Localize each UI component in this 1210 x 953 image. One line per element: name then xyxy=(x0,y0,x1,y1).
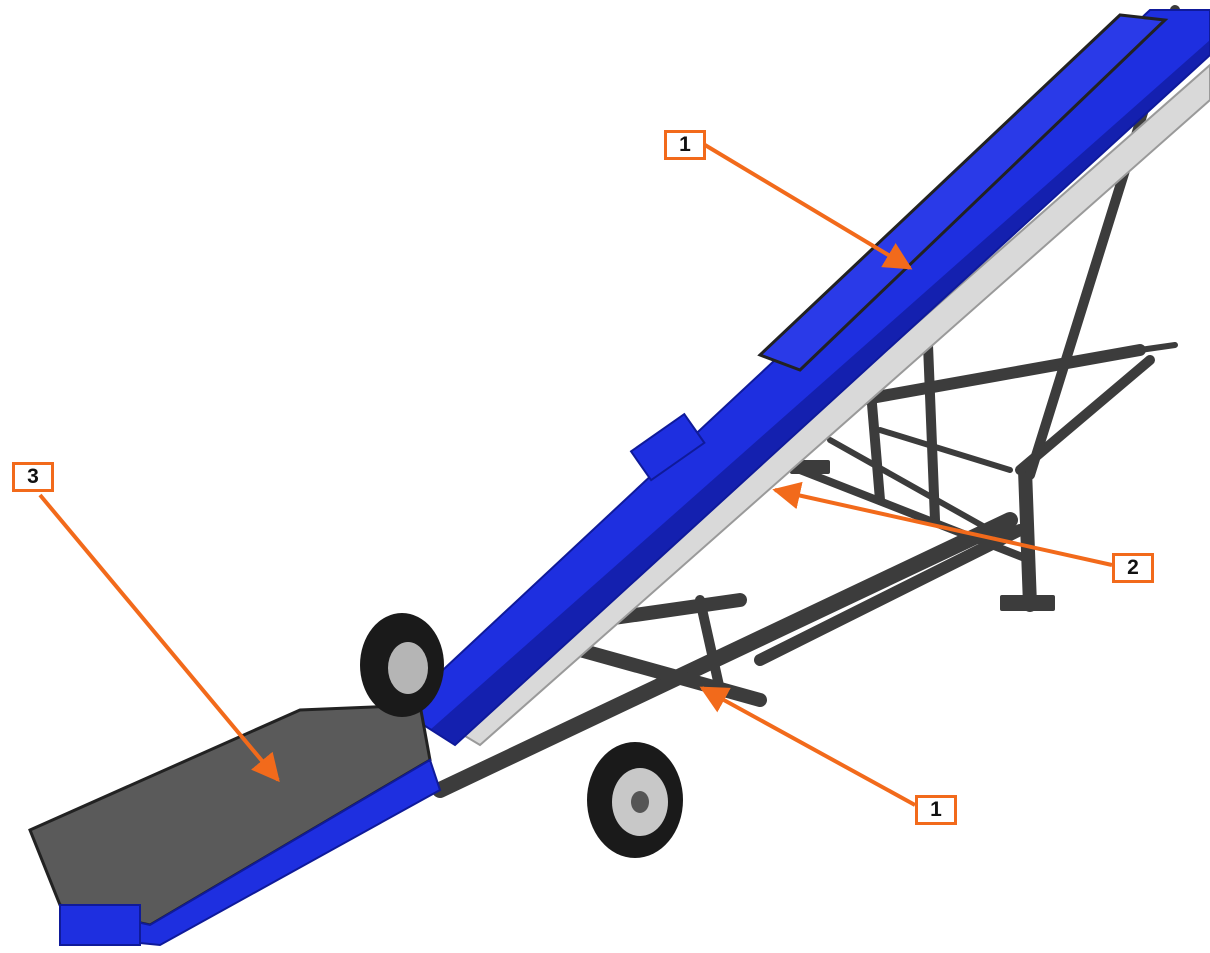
arrow-lower-1 xyxy=(699,686,916,807)
callout-right-2: 2 xyxy=(1112,553,1154,583)
arrow-right-2 xyxy=(772,481,1113,567)
callout-upper-1: 1 xyxy=(664,130,706,160)
callout-left-3-label: 3 xyxy=(27,465,39,488)
callout-lower-1: 1 xyxy=(915,795,957,825)
access-panel xyxy=(629,412,706,482)
callout-upper-1-label: 1 xyxy=(679,133,691,156)
return-tube xyxy=(453,63,1210,747)
conveyor-tube-shadow xyxy=(430,40,1210,745)
right-wheel xyxy=(587,742,683,858)
belt-cover xyxy=(757,13,1169,372)
callout-lower-1-label: 1 xyxy=(930,798,942,821)
callout-right-2-label: 2 xyxy=(1127,556,1139,579)
left-wheel xyxy=(360,613,444,717)
hopper-foot xyxy=(59,904,141,946)
arrow-upper-1 xyxy=(703,143,913,270)
callout-arrows xyxy=(38,143,1113,807)
foot-pads xyxy=(790,460,1055,611)
callout-left-3: 3 xyxy=(12,462,54,492)
arrow-left-3 xyxy=(38,493,280,783)
